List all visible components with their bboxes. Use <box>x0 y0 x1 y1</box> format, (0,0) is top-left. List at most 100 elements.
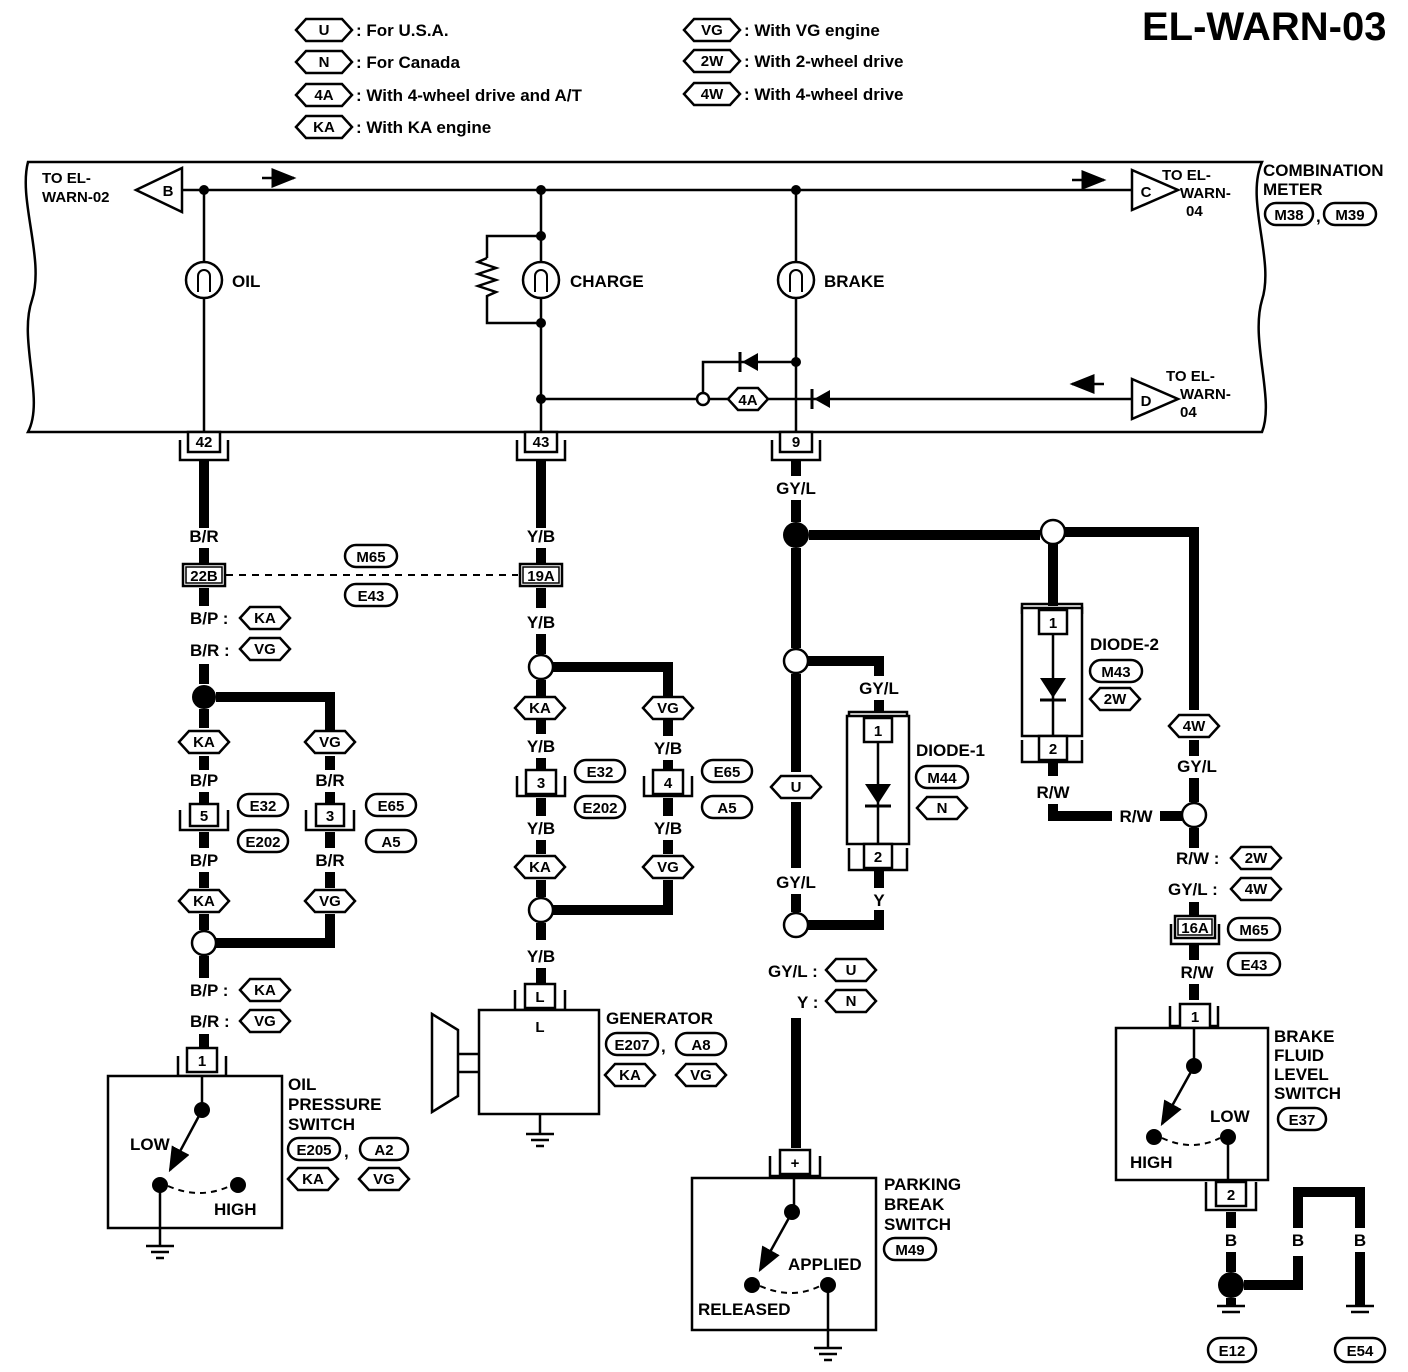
svg-text:3: 3 <box>537 775 545 792</box>
svg-text:PARKING: PARKING <box>884 1175 961 1194</box>
svg-text:A5: A5 <box>717 800 736 817</box>
svg-text:B/P :: B/P : <box>190 981 228 1000</box>
svg-text:VG: VG <box>701 22 723 39</box>
svg-text:Y/B: Y/B <box>654 819 682 838</box>
svg-text:KA: KA <box>313 119 335 136</box>
svg-text:VG: VG <box>373 1171 395 1188</box>
svg-text:FLUID: FLUID <box>1274 1046 1324 1065</box>
ref-d-to-el-warn-04: D TO EL- WARN- 04 <box>1130 368 1231 421</box>
svg-text:R/W: R/W <box>1119 807 1153 826</box>
oil-circuit: B/R 22B B/P : B/R : B/P B/R 5 3 B/P B/R <box>178 460 418 1048</box>
legend-code-4w: 4W <box>682 81 742 107</box>
option-tag-vg: VG <box>303 888 357 914</box>
svg-text:LOW: LOW <box>130 1135 171 1154</box>
svg-text:4W: 4W <box>1183 718 1206 735</box>
brake-lamp-label: BRAKE <box>824 272 884 291</box>
connector-19a: 19A <box>527 568 555 585</box>
svg-text:4A: 4A <box>314 87 333 104</box>
svg-text:DIODE-1: DIODE-1 <box>916 741 985 760</box>
option-tag-n: N <box>915 795 969 821</box>
svg-text:TO EL-: TO EL- <box>1162 167 1211 184</box>
legend-text: : With 2-wheel drive <box>744 52 903 71</box>
svg-text:KA: KA <box>254 982 276 999</box>
svg-text:B: B <box>1225 1231 1237 1250</box>
svg-text:DIODE-2: DIODE-2 <box>1090 635 1159 654</box>
svg-text:+: + <box>791 1155 800 1172</box>
connector-22b: 22B <box>190 568 218 585</box>
svg-text:Y/B: Y/B <box>527 527 555 546</box>
svg-text:VG: VG <box>319 734 341 751</box>
svg-text:2W: 2W <box>1104 691 1127 708</box>
meter-connector-m39: M39 <box>1335 207 1364 224</box>
svg-text:U: U <box>791 779 802 796</box>
option-tag-n: N <box>824 988 878 1014</box>
option-tag-u: U <box>769 774 823 800</box>
connector-16a: 16A <box>1181 920 1209 937</box>
ground-e54: E54 <box>1347 1343 1374 1360</box>
svg-text:KA: KA <box>193 893 215 910</box>
svg-text:N: N <box>937 800 948 817</box>
legend-text: : For U.S.A. <box>356 21 449 40</box>
option-tag-vg: VG <box>641 854 695 880</box>
svg-text:E65: E65 <box>378 798 405 815</box>
svg-text:GY/L: GY/L <box>776 873 816 892</box>
option-tag-vg: VG <box>674 1062 728 1088</box>
page-title: EL-WARN-03 <box>1142 5 1386 49</box>
svg-text:LOW: LOW <box>1210 1107 1251 1126</box>
svg-text:OIL: OIL <box>288 1075 316 1094</box>
option-tag-4w: 4W <box>1167 713 1221 739</box>
svg-text:B/R :: B/R : <box>190 1012 230 1031</box>
option-tag-vg: VG <box>238 1008 292 1034</box>
svg-text:M49: M49 <box>895 1242 924 1259</box>
meter-terminals: 42 43 9 <box>178 430 822 462</box>
oil-lamp-label: OIL <box>232 272 260 291</box>
svg-text:KA: KA <box>529 700 551 717</box>
svg-text:1: 1 <box>198 1053 206 1070</box>
option-tag-2w: 2W <box>1088 686 1142 712</box>
svg-text:1: 1 <box>1049 615 1057 632</box>
charge-lamp: CHARGE <box>521 260 644 300</box>
svg-text:,: , <box>344 1142 349 1161</box>
svg-text:VG: VG <box>319 893 341 910</box>
oil-lamp: OIL <box>184 260 260 300</box>
option-tag-vg: VG <box>238 636 292 662</box>
svg-text:E205: E205 <box>296 1142 331 1159</box>
svg-text:A8: A8 <box>691 1037 710 1054</box>
legend-code-u: U <box>294 17 354 43</box>
option-tag-4w: 4W <box>1229 876 1283 902</box>
svg-text:HIGH: HIGH <box>214 1200 257 1219</box>
svg-text:R/W :: R/W : <box>1176 849 1219 868</box>
svg-text:2: 2 <box>1227 1187 1235 1204</box>
brake-fluid-level-switch: 1 LOW HIGH 2 BRAKE FLUID LEVEL SWITCH E3… <box>1114 1002 1341 1212</box>
svg-text:TO EL-: TO EL- <box>1166 368 1215 385</box>
option-tag-ka: KA <box>286 1166 340 1192</box>
svg-text:VG: VG <box>657 700 679 717</box>
svg-text:B/P :: B/P : <box>190 609 228 628</box>
terminal-43: 43 <box>533 434 550 451</box>
svg-text:SWITCH: SWITCH <box>884 1215 951 1234</box>
svg-text:A2: A2 <box>374 1142 393 1159</box>
svg-text:B/P: B/P <box>190 851 218 870</box>
svg-text:VG: VG <box>254 641 276 658</box>
svg-text:L: L <box>535 989 544 1006</box>
terminal-9: 9 <box>792 434 800 451</box>
svg-text:TO EL-: TO EL- <box>42 170 91 187</box>
oil-pressure-switch: 1 LOW HIGH OIL PRESSURE SWITCH E205 , A2 <box>106 1046 410 1260</box>
legend-code-ka: KA <box>294 114 354 140</box>
ref-b-to-el-warn-02: B TO EL- WARN-02 <box>42 166 184 214</box>
svg-text:Y/B: Y/B <box>527 947 555 966</box>
svg-text:GY/L: GY/L <box>859 679 899 698</box>
svg-text:U: U <box>319 22 330 39</box>
svg-text:L: L <box>535 1019 544 1036</box>
svg-text:E202: E202 <box>582 800 617 817</box>
svg-text:C: C <box>1141 184 1152 201</box>
svg-text:GY/L: GY/L <box>776 479 816 498</box>
svg-text:RELEASED: RELEASED <box>698 1300 791 1319</box>
brake-circuit: GY/L GY/L GY/L Y GY/L : Y : <box>768 460 1199 1148</box>
svg-text:Y: Y <box>873 891 885 910</box>
svg-text:WARN-02: WARN-02 <box>42 189 110 206</box>
meter-internal-wiring <box>182 168 1132 432</box>
legend-code-n: N <box>294 49 354 75</box>
svg-text:2W: 2W <box>701 53 724 70</box>
svg-text:M43: M43 <box>1101 664 1130 681</box>
